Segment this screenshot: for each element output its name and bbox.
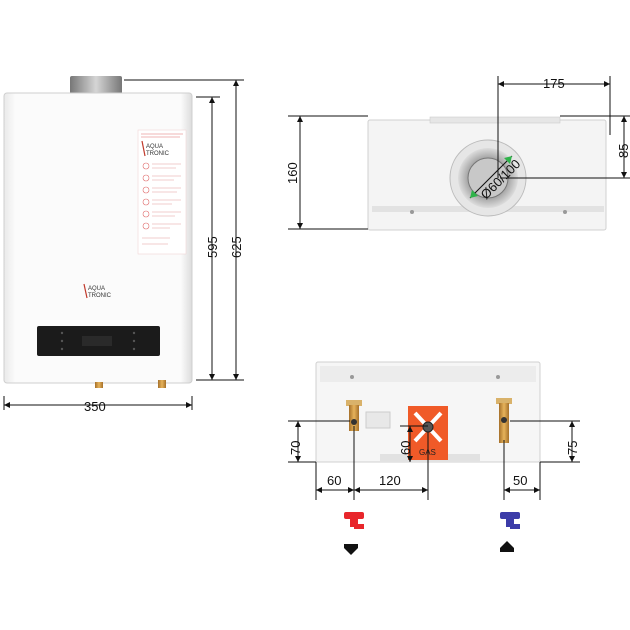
bottom-fitting-left — [95, 382, 103, 388]
width-dimension: 350 — [84, 399, 106, 414]
bottom-fitting-right — [158, 380, 166, 388]
offset-dimension: 175 — [543, 76, 565, 91]
hot-offset-dimension: 60 — [327, 473, 341, 488]
gas-offset-dimension: 120 — [379, 473, 401, 488]
label-icon-2 — [142, 174, 150, 182]
label-icon-6 — [142, 222, 150, 230]
arrow-up-icon — [500, 541, 514, 552]
flue-depth-dimension: 85 — [616, 144, 630, 158]
cold-water-fitting — [496, 398, 512, 443]
flue-arrow-start — [470, 190, 478, 198]
red-tap-icon — [344, 512, 364, 529]
flue-arrow-end — [504, 156, 512, 164]
arrow-down-icon — [344, 544, 358, 555]
label-brand-line2: TRONIC — [146, 151, 170, 157]
bottom-view: GAS — [288, 361, 580, 500]
total-height-dimension: 625 — [229, 236, 244, 258]
label-icon-5 — [142, 210, 150, 218]
hot-height-dimension: 70 — [288, 441, 303, 455]
top-view: 175 160 85 Ø60/100 — [285, 76, 630, 231]
blue-tap-icon — [500, 512, 520, 529]
info-label: AQUA TRONIC — [137, 129, 187, 255]
hot-water-fitting — [346, 400, 362, 431]
cold-offset-dimension: 50 — [513, 473, 527, 488]
control-display — [37, 326, 160, 356]
label-icon-1 — [142, 162, 150, 170]
panel-brand-line2: TRONIC — [88, 293, 112, 299]
label-icon-3 — [142, 186, 150, 194]
label-icon-4 — [142, 198, 150, 206]
depth-dimension: 160 — [285, 162, 300, 184]
flue-collar — [70, 76, 122, 94]
legend — [344, 512, 520, 555]
front-view: AQUA TRONIC A — [3, 76, 244, 414]
label-brand-line1: AQUA — [146, 144, 163, 150]
panel-logo: AQUA TRONIC — [83, 283, 112, 299]
gas-height-dimension: 60 — [398, 441, 413, 455]
panel-brand-line1: AQUA — [88, 286, 105, 292]
gas-label: GAS — [419, 448, 436, 457]
cold-height-dimension: 75 — [565, 441, 580, 455]
inner-height-dimension: 595 — [205, 236, 220, 258]
